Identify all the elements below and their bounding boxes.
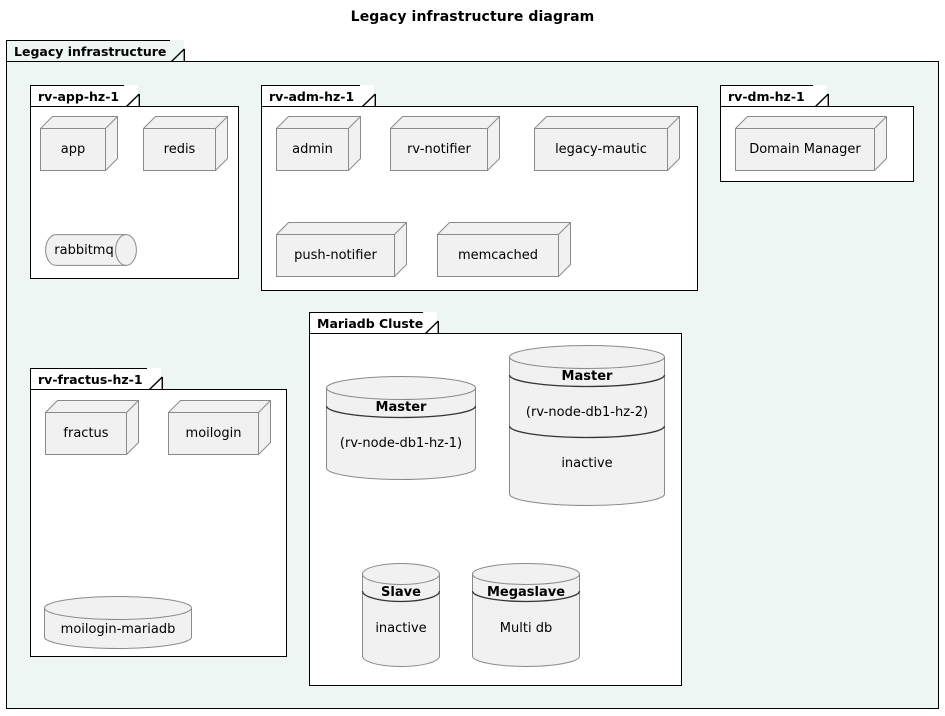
node-fractus[interactable]: fractus [45,400,139,455]
node-fractus-label-wrap: fractus [45,412,127,455]
node-moilogin[interactable]: moilogin [168,400,271,455]
node-domain-manager-label-wrap: Domain Manager [735,128,875,171]
package-rv-app-hz-1-label: rv-app-hz-1 [38,89,120,104]
diagram-title: Legacy infrastructure diagram [350,9,595,25]
node-memcached-label-wrap: memcached [437,234,559,277]
node-admin[interactable]: admin [276,116,361,171]
package-rv-fractus-hz-1-label: rv-fractus-hz-1 [38,372,143,387]
package-rv-app-hz-1-tab: rv-app-hz-1 [30,85,138,108]
package-rv-dm-hz-1-label: rv-dm-hz-1 [728,89,805,104]
node-redis-label-wrap: redis [143,128,216,171]
node-moilogin-label: moilogin [185,426,242,441]
node-rv-notifier[interactable]: rv-notifier [390,116,500,171]
database-megaslave-title: Megaslave [486,585,566,600]
node-domain-manager-label: Domain Manager [749,142,861,157]
database-master-rv-node-db1-hz-2-title: Master [561,369,613,384]
database-megaslave-line-1: Multi db [499,621,553,636]
queue-rabbitmq-label: rabbitmq [54,242,114,258]
node-app[interactable]: app [40,116,118,171]
node-rv-notifier-label-wrap: rv-notifier [390,128,488,171]
queue-rabbitmq[interactable]: rabbitmq [45,234,137,266]
database-master-rv-node-db1-hz-2[interactable]: Master (rv-node-db1-hz-2) inactive [508,345,666,506]
database-megaslave[interactable]: Megaslave Multi db [471,563,581,667]
database-master-rv-node-db1-hz-2-line-2: inactive [561,456,613,471]
node-rv-notifier-label: rv-notifier [407,142,471,157]
database-slave[interactable]: Slave inactive [361,563,441,667]
node-push-notifier-label: push-notifier [294,248,377,263]
node-memcached[interactable]: memcached [437,222,571,277]
node-moilogin-label-wrap: moilogin [168,412,259,455]
node-admin-label-wrap: admin [276,128,349,171]
database-master-rv-node-db1-hz-1-line-1: (rv-node-db1-hz-1) [339,436,463,451]
package-mariadb-cluster-tab: Mariadb Cluster [309,312,437,335]
package-rv-adm-hz-1-tab: rv-adm-hz-1 [261,85,374,108]
node-memcached-label: memcached [457,248,539,263]
package-mariadb-cluster-label: Mariadb Cluster [317,316,430,331]
package-rv-dm-hz-1-tab: rv-dm-hz-1 [720,85,827,108]
database-master-rv-node-db1-hz-2-line-1: (rv-node-db1-hz-2) [525,405,649,420]
queue-rabbitmq-label-wrap: rabbitmq [45,234,123,266]
database-moilogin-mariadb[interactable]: moilogin-mariadb [44,596,192,649]
node-app-label-wrap: app [40,128,106,171]
database-master-rv-node-db1-hz-1-title: Master [375,400,427,415]
node-push-notifier-label-wrap: push-notifier [276,234,395,277]
node-fractus-label: fractus [63,426,109,441]
node-legacy-mautic[interactable]: legacy-mautic [534,116,680,171]
node-legacy-mautic-label-wrap: legacy-mautic [534,128,668,171]
database-slave-line-1: inactive [375,621,427,636]
package-rv-fractus-hz-1-tab: rv-fractus-hz-1 [30,368,161,391]
package-legacy-infrastructure-label: Legacy infrastructure [14,44,167,59]
node-domain-manager[interactable]: Domain Manager [735,116,887,171]
node-app-label: app [60,142,86,157]
node-redis-label: redis [163,142,196,157]
node-legacy-mautic-label: legacy-mautic [555,142,647,157]
database-master-rv-node-db1-hz-1[interactable]: Master (rv-node-db1-hz-1) [325,376,477,480]
package-rv-adm-hz-1-label: rv-adm-hz-1 [269,89,355,104]
database-moilogin-mariadb-label: moilogin-mariadb [60,622,176,637]
package-legacy-infrastructure-tab: Legacy infrastructure [6,40,184,63]
node-admin-label: admin [292,142,333,157]
node-redis[interactable]: redis [143,116,228,171]
node-push-notifier[interactable]: push-notifier [276,222,407,277]
database-slave-title: Slave [381,585,421,600]
